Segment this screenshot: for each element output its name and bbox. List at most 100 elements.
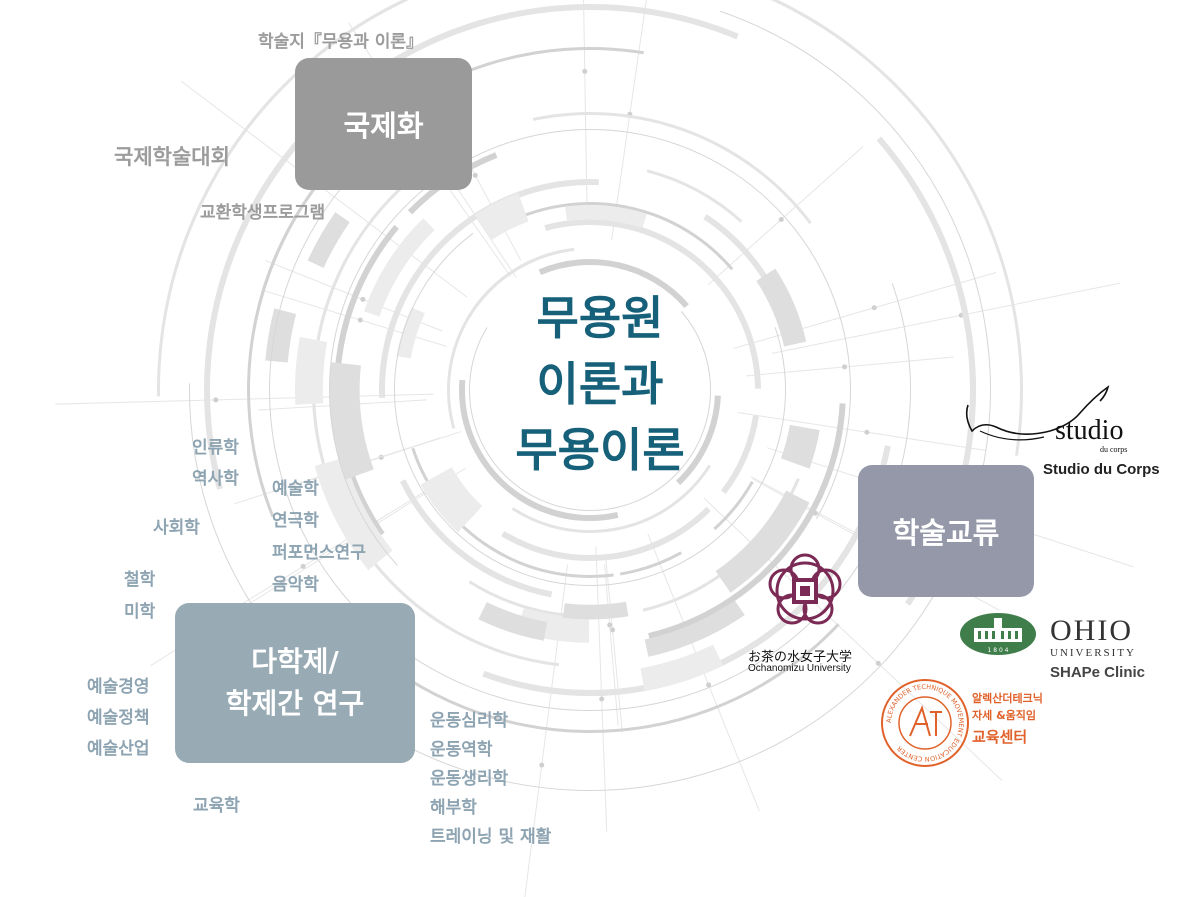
ochanomizu-en-name: Ochanomizu University: [748, 663, 851, 674]
background-ring-segment: [756, 268, 807, 347]
background-ring-segment: [737, 412, 986, 451]
arts-industry-label: 예술산업: [87, 739, 150, 759]
background-ring-segment: [604, 563, 619, 726]
background-ring-segment: [706, 682, 712, 688]
background-ring-segment: [279, 580, 285, 586]
anatomy-label: 해부학: [430, 798, 477, 818]
background-ring-segment: [474, 192, 529, 240]
background-ring-segment: [314, 457, 393, 571]
background-ring-segment: [565, 205, 647, 228]
ochanomizu-jp-name: お茶の水女子大学: [748, 649, 853, 664]
background-ring-segment: [420, 467, 483, 533]
background-ring-segment: [360, 296, 366, 302]
exchange-program-label: 교환학생프로그램: [200, 203, 326, 223]
background-ring-segment: [713, 480, 754, 531]
ohio-university-logo: 1 8 0 4 OHIO UNIVERSITY SHAPe Clinic: [958, 612, 1158, 687]
background-ring-segment: [720, 415, 759, 495]
ochanomizu-university-logo: お茶の水女子大学 Ochanomizu University: [740, 548, 870, 678]
ohio-name: OHIO: [1050, 614, 1133, 647]
academic-exchange-label: 학술교류: [892, 516, 1000, 550]
background-ring-segment: [265, 308, 297, 363]
academic-exchange-box: 학술교류: [858, 465, 1034, 597]
background-ring-segment: [213, 397, 219, 403]
background-ring-segment: [396, 307, 425, 359]
ohio-seal-year: 1 8 0 4: [988, 647, 1009, 654]
background-ring-segment: [500, 666, 710, 696]
background-ring-segment: [648, 403, 846, 639]
background-ring-segment: [407, 152, 498, 215]
background-ring-segment: [778, 216, 784, 222]
background-ring-segment: [300, 563, 306, 569]
journal-label: 학술지『무용과 이론』: [258, 32, 424, 52]
background-ring-segment: [642, 583, 707, 612]
ochanomizu-crest-icon: [768, 553, 842, 625]
sociology-label: 사회학: [153, 518, 200, 538]
background-ring-segment: [876, 136, 976, 438]
background-ring-segment: [329, 362, 374, 480]
background-ring-segment: [562, 601, 629, 620]
background-ring-segment: [676, 395, 721, 486]
background-ring-segment: [478, 602, 548, 641]
background-ring-segment: [610, 627, 616, 633]
anthropology-label: 인류학: [192, 438, 239, 458]
center-title-line3: 무용이론: [515, 423, 685, 477]
aesthetics-label: 미학: [124, 602, 156, 622]
background-ring-segment: [364, 218, 435, 317]
background-ring-segment: [334, 224, 399, 426]
arts-management-label: 예술경영: [87, 677, 150, 697]
background-ring-segment: [459, 379, 577, 521]
background-ring-segment: [583, 0, 588, 222]
alexander-line3: 교육센터: [972, 728, 1028, 746]
background-ring-segment: [871, 305, 877, 311]
interdisciplinary-label-line2: 학제간 연구: [225, 687, 365, 720]
exercise-physiology-label: 운동생리학: [430, 769, 509, 789]
alexander-line2: 자세 &움직임: [972, 709, 1037, 722]
background-ring-segment: [619, 551, 682, 576]
background-ring-segment: [607, 622, 613, 628]
background-ring-segment: [644, 600, 745, 657]
studio-caption: Studio du Corps: [1043, 461, 1160, 478]
art-studies-label: 예술학: [272, 479, 319, 499]
ohio-building-icon: 1 8 0 4: [960, 613, 1036, 655]
studio-du-corps-logo: studio du corps Studio du Corps: [960, 375, 1170, 485]
interdisciplinary-label-line1: 다학제/: [251, 645, 339, 678]
performance-studies-label: 퍼포먼스연구: [272, 543, 366, 563]
ohio-university-sub: UNIVERSITY: [1050, 647, 1136, 659]
background-ring-segment: [640, 644, 724, 692]
education-label: 교육학: [193, 796, 240, 816]
philosophy-label: 철학: [124, 570, 156, 590]
musicology-label: 음악학: [272, 575, 319, 595]
theatre-studies-label: 연극학: [272, 511, 319, 531]
studio-logo-text: studio: [1055, 415, 1124, 446]
center-title-line2: 이론과: [536, 357, 664, 411]
background-ring-segment: [468, 580, 619, 618]
background-ring-segment: [544, 219, 728, 293]
background-ring-segment: [357, 317, 363, 323]
background-ring-segment: [55, 393, 434, 405]
studio-figure-icon: [965, 385, 1110, 441]
background-ring-segment: [842, 364, 848, 370]
internationalization-label: 국제화: [343, 109, 424, 143]
background-ring-segment: [307, 212, 350, 268]
background-ring-segment: [472, 172, 478, 178]
background-ring-segment: [538, 259, 689, 309]
studio-logo-subtext: du corps: [1100, 445, 1128, 454]
background-ring-segment: [539, 762, 545, 768]
interdisciplinary-box: 다학제/ 학제간 연구: [175, 603, 415, 763]
background-ring-segment: [611, 0, 647, 241]
shape-clinic-caption: SHAPe Clinic: [1050, 664, 1146, 681]
alexander-line1: 알렉산더테크닉: [972, 692, 1043, 705]
alexander-ring-icon: ALEXANDER TECHNIQUE MOVEMENT EDUCATION C…: [881, 679, 969, 767]
background-ring-segment: [599, 696, 605, 702]
history-label: 역사학: [192, 469, 239, 489]
center-title-line1: 무용원: [536, 291, 664, 345]
background-ring-segment: [595, 546, 608, 832]
background-ring-segment: [532, 112, 812, 225]
background-ring-segment: [646, 169, 743, 223]
conference-label: 국제학술대회: [114, 145, 230, 169]
background-ring-segment: [294, 336, 328, 405]
background-ring-segment: [384, 179, 599, 343]
background-ring-segment: [707, 146, 864, 286]
background-ring-segment: [875, 660, 881, 666]
biomechanics-label: 운동역학: [430, 740, 493, 760]
